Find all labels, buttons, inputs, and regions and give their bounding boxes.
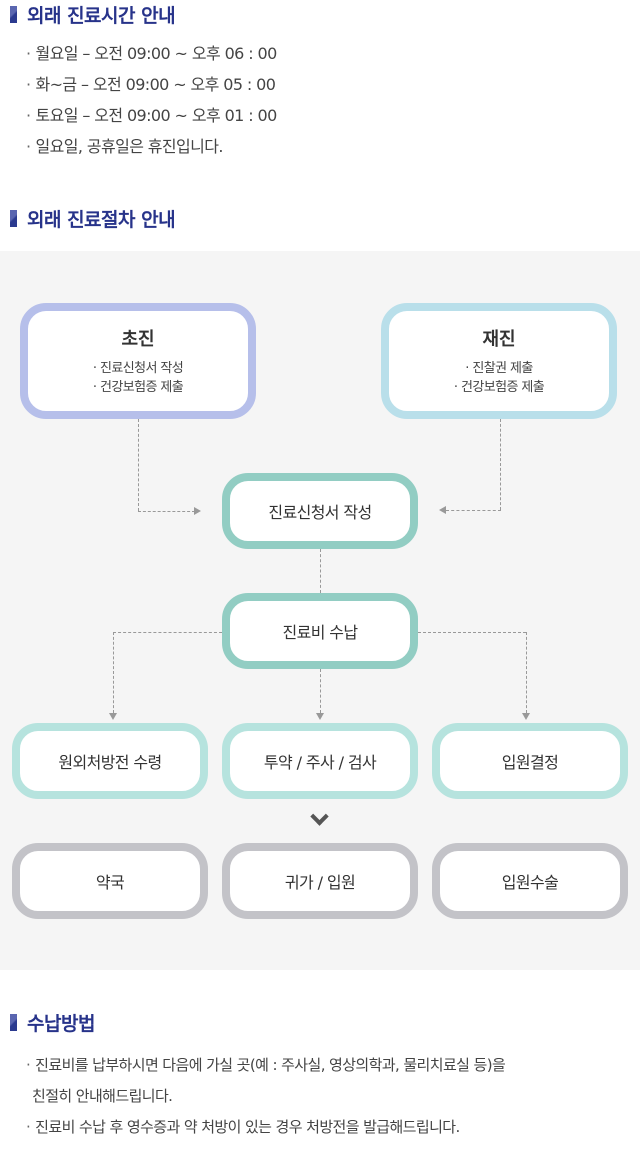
outcome-label: 입원수술 bbox=[501, 873, 559, 892]
step-form-box: 진료신청서 작성 bbox=[222, 473, 418, 549]
connector-line bbox=[526, 632, 527, 713]
step-payment-label: 진료비 수납 bbox=[282, 623, 358, 642]
payment-list: 진료비를 납부하시면 다음에 가실 곳(예 : 주사실, 영상의학과, 물리치료… bbox=[26, 1050, 506, 1143]
branch-label: 투약 / 주사 / 검사 bbox=[263, 753, 377, 772]
payment-item: 진료비를 납부하시면 다음에 가실 곳(예 : 주사실, 영상의학과, 물리치료… bbox=[26, 1050, 506, 1081]
heading-bar-icon bbox=[10, 1013, 17, 1031]
connector-line bbox=[500, 419, 501, 510]
connector-line bbox=[446, 510, 501, 511]
procedure-heading: 외래 진료절차 안내 bbox=[10, 207, 176, 231]
hours-title: 외래 진료시간 안내 bbox=[27, 4, 176, 27]
connector-line bbox=[418, 632, 526, 633]
branch-label: 원외처방전 수령 bbox=[58, 753, 162, 772]
branch-box: 투약 / 주사 / 검사 bbox=[222, 723, 418, 799]
branch-box: 원외처방전 수령 bbox=[12, 723, 208, 799]
hours-item: 토요일 – 오전 09:00 ~ 오후 01 : 00 bbox=[26, 100, 278, 131]
hours-item: 화~금 – 오전 09:00 ~ 오후 05 : 00 bbox=[26, 69, 277, 100]
payment-item-continued: 친절히 안내해드립니다. bbox=[32, 1087, 173, 1105]
first-visit-box: 초진 진료신청서 작성 건강보험증 제출 bbox=[20, 303, 256, 419]
connector-line bbox=[113, 632, 114, 713]
connector-line bbox=[320, 669, 321, 713]
revisit-box: 재진 진찰권 제출 건강보험증 제출 bbox=[381, 303, 617, 419]
payment-item: 진료비 수납 후 영수증과 약 처방이 있는 경우 처방전을 발급해드립니다. bbox=[26, 1112, 505, 1143]
procedure-flowchart: 초진 진료신청서 작성 건강보험증 제출 재진 진찰권 제출 건강보험증 제출 … bbox=[0, 251, 640, 970]
connector-line bbox=[113, 632, 222, 633]
outcome-label: 귀가 / 입원 bbox=[284, 873, 356, 892]
connector-line bbox=[320, 549, 321, 593]
chevron-down-icon bbox=[310, 807, 329, 826]
first-visit-item: 건강보험증 제출 bbox=[93, 378, 184, 397]
heading-bar-icon bbox=[10, 209, 17, 227]
arrow-left-icon bbox=[439, 506, 446, 514]
hours-heading: 외래 진료시간 안내 bbox=[10, 3, 176, 27]
branch-box: 입원결정 bbox=[432, 723, 628, 799]
hours-item: 월요일 – 오전 09:00 ~ 오후 06 : 00 bbox=[26, 38, 278, 69]
outcome-box: 귀가 / 입원 bbox=[222, 843, 418, 919]
branch-label: 입원결정 bbox=[501, 753, 559, 772]
step-form-label: 진료신청서 작성 bbox=[268, 503, 372, 522]
first-visit-title: 초진 bbox=[121, 329, 155, 350]
outcome-box: 약국 bbox=[12, 843, 208, 919]
outcome-box: 입원수술 bbox=[432, 843, 628, 919]
arrow-down-icon bbox=[109, 713, 117, 720]
hours-item: 일요일, 공휴일은 휴진입니다. bbox=[26, 131, 277, 162]
revisit-item: 건강보험증 제출 bbox=[454, 378, 545, 397]
arrow-down-icon bbox=[522, 713, 530, 720]
payment-title: 수납방법 bbox=[27, 1012, 95, 1035]
connector-line bbox=[138, 511, 195, 512]
first-visit-item: 진료신청서 작성 bbox=[93, 359, 184, 378]
step-payment-box: 진료비 수납 bbox=[222, 593, 418, 669]
hours-list: 월요일 – 오전 09:00 ~ 오후 06 : 00 화~금 – 오전 09:… bbox=[26, 38, 278, 162]
payment-heading: 수납방법 bbox=[10, 1011, 95, 1035]
heading-bar-icon bbox=[10, 5, 17, 23]
arrow-right-icon bbox=[194, 507, 201, 515]
revisit-item: 진찰권 제출 bbox=[465, 359, 533, 378]
revisit-title: 재진 bbox=[482, 329, 516, 350]
outcome-label: 약국 bbox=[95, 873, 125, 892]
arrow-down-icon bbox=[316, 713, 324, 720]
procedure-title: 외래 진료절차 안내 bbox=[27, 208, 176, 231]
connector-line bbox=[138, 419, 139, 511]
